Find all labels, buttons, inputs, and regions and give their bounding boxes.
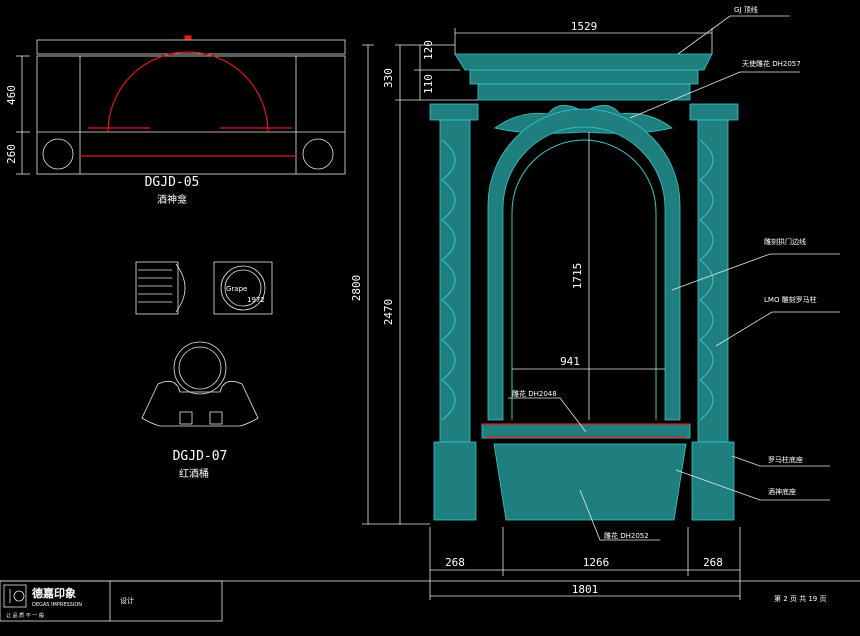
arch-frame (487, 108, 681, 421)
left-column-base (433, 441, 477, 521)
plan-column-circle (302, 138, 334, 170)
barrel-end-curve (175, 263, 186, 313)
barrel-medallion-inner (224, 269, 262, 307)
cornice-frieze (469, 69, 699, 85)
plan-arch-curve (107, 51, 269, 133)
dim-bottom-center: 1266 (583, 556, 610, 569)
barrel-stand-outer (173, 341, 227, 395)
callout-label: 罗马柱底座 (768, 455, 803, 464)
dim-column-height: 2470 (382, 299, 395, 326)
plan-view: 460 260 DGJD-05 酒神龛 (5, 35, 346, 206)
dim-arch-width: 941 (560, 355, 580, 368)
callouts: GJ 顶线 天使雕花 DH2057 雕刻拱门边线 LMO 雕刻罗马柱 罗马柱底座… (508, 5, 840, 541)
carved-shelf (481, 423, 691, 439)
plan-name: 酒神龛 (157, 193, 187, 206)
dim-cornice-2: 110 (422, 74, 435, 94)
dim-bottom-right: 268 (703, 556, 723, 569)
callout-leader (508, 397, 587, 433)
left-column-capital (429, 103, 479, 121)
cradle-foot (179, 411, 193, 425)
detail-view: Grape 1972 DGJD-07 红酒桶 (135, 261, 273, 480)
medallion-text: Grape (226, 285, 247, 293)
cradle-foot (209, 411, 223, 425)
callout-leader (579, 489, 660, 541)
field-design: 设计 (120, 596, 134, 605)
barrel-cradle (141, 380, 259, 427)
title-block: 德嘉印象 DEGAS IMPRESSION 让 品 质 不 一 般 设计 第 2… (0, 580, 860, 622)
dim-bottom-left: 268 (445, 556, 465, 569)
plan-dim-top: 460 (5, 85, 18, 105)
dim-total-width: 1801 (572, 583, 599, 596)
plan-top-slab (36, 39, 346, 55)
company-name-cn: 德嘉印象 (31, 586, 76, 600)
callout-label: GJ 顶线 (734, 5, 758, 14)
callout-leader (671, 253, 840, 291)
arch-inner-line (511, 139, 657, 420)
company-name-en: DEGAS IMPRESSION (32, 602, 82, 608)
elevation-dimensions: 1529 120 110 330 2800 2470 1715 941 268 … (350, 20, 741, 600)
barrel-medallion-outer (220, 265, 266, 311)
company-logo-mark (13, 590, 25, 602)
title-block-frame (0, 580, 223, 622)
dim-total-height: 2800 (350, 275, 363, 302)
callout-leader (677, 15, 790, 55)
dim-cornice-1: 120 (422, 40, 435, 60)
callout-leader (715, 311, 840, 347)
front-elevation (429, 53, 739, 521)
plan-code: DGJD-05 (145, 175, 200, 190)
callout-label: 酒神底座 (768, 487, 796, 496)
callout-label: 雕花 DH2048 (512, 389, 557, 398)
company-logo-mark (3, 584, 27, 608)
right-column-base (691, 441, 735, 521)
plan-outline (36, 55, 346, 175)
barrel-side (135, 261, 179, 315)
dim-cornice-total: 330 (382, 68, 395, 88)
sheet-info: 第 2 页 共 19 页 (774, 594, 827, 603)
detail-name: 红酒桶 (179, 467, 209, 480)
barrel-stand-inner (178, 346, 222, 390)
right-column-twist (699, 139, 714, 421)
callout-label: 雕花 DH2052 (604, 531, 649, 540)
plan-marker (184, 35, 192, 40)
left-column-twist (441, 139, 456, 421)
carved-base-panel (493, 443, 687, 521)
plan-dim-bottom: 260 (5, 144, 18, 164)
medallion-year: 1972 (247, 296, 265, 304)
right-column-capital (689, 103, 739, 121)
cornice-base (477, 83, 691, 101)
top-cornice (454, 53, 713, 71)
dim-arch-height: 1715 (571, 263, 584, 290)
barrel-front (213, 261, 273, 315)
plan-column-circle (42, 138, 74, 170)
detail-code: DGJD-07 (173, 449, 228, 464)
callout-leader (731, 455, 830, 467)
callout-leader (675, 469, 830, 501)
callout-leader (629, 71, 800, 119)
dim-top-width: 1529 (571, 20, 598, 33)
company-slogan: 让 品 质 不 一 般 (6, 612, 44, 619)
callout-label: 天使雕花 DH2057 (742, 59, 801, 68)
callout-label: LMO 雕刻罗马柱 (764, 295, 817, 304)
callout-label: 雕刻拱门边线 (764, 237, 806, 246)
